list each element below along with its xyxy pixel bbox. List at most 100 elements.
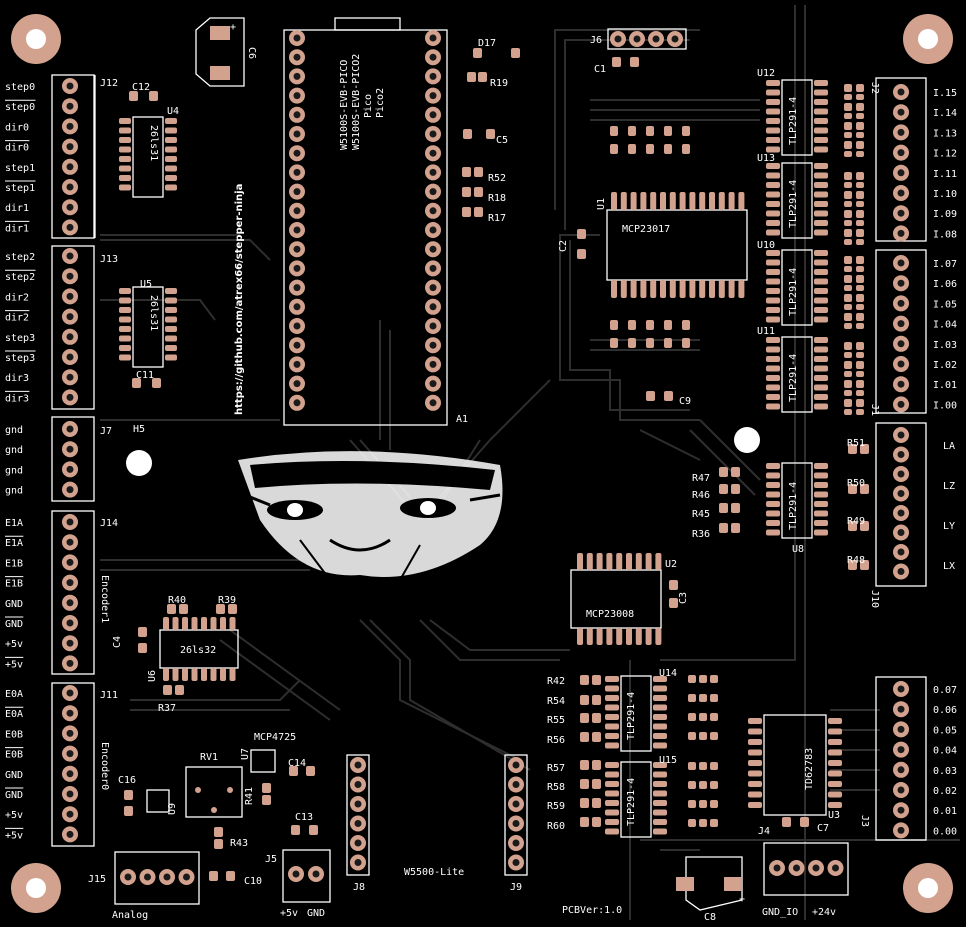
- u9-ref: U9: [167, 803, 178, 815]
- res-pad: [844, 256, 852, 264]
- c14-pad: [306, 766, 315, 776]
- res-pad: [699, 675, 707, 683]
- r54-ref: R54: [547, 696, 565, 707]
- r56-ref: R56: [547, 735, 565, 746]
- cap-c8: C8 +: [676, 856, 745, 923]
- res-pad: [856, 266, 864, 272]
- u15-pad: [605, 809, 619, 816]
- u4-pad: [165, 184, 177, 191]
- c2-pad: [577, 249, 586, 259]
- u1-pad: [699, 280, 706, 298]
- j14-title: Encoder1: [99, 575, 110, 623]
- u10-pad: [814, 278, 828, 285]
- res-pad: [856, 113, 864, 119]
- res-pad: [710, 713, 718, 721]
- smd-pad: [682, 338, 690, 348]
- j14-pin-label: E1B: [5, 579, 23, 590]
- j12-pin-label: step0: [5, 82, 35, 93]
- j14-pin-label: GND: [5, 619, 23, 630]
- u15-part: TLP291-4: [626, 778, 637, 826]
- smd-pad: [646, 126, 654, 136]
- r41-pad: [262, 795, 271, 805]
- r60-ref: R60: [547, 821, 565, 832]
- u3-pad: [828, 728, 842, 735]
- smd-pad: [628, 338, 636, 348]
- u11-pad: [814, 356, 828, 362]
- r43-ref: R43: [230, 838, 248, 849]
- u2-pad: [616, 553, 623, 570]
- res-pad: [856, 294, 864, 302]
- u13-pad: [814, 172, 828, 179]
- u4-ref: U4: [167, 106, 179, 117]
- u4-pad: [165, 118, 177, 124]
- u7-part: MCP4725: [254, 732, 296, 743]
- u13-pad: [766, 201, 780, 207]
- u4-pad: [165, 137, 177, 143]
- u3-pad: [828, 739, 842, 745]
- res-pad: [844, 151, 852, 157]
- c14-pad: [289, 766, 298, 776]
- j4-ref: J4: [758, 826, 770, 837]
- r48-pad: [860, 560, 869, 570]
- cap-c6: C6 +: [195, 17, 257, 87]
- r60-pad: [592, 817, 601, 827]
- c13-pad: [291, 825, 300, 835]
- res-pad: [688, 694, 696, 702]
- c8-ref: C8: [704, 912, 716, 923]
- j13-pin-label: dir3: [5, 393, 29, 404]
- c9-ref: C9: [679, 396, 691, 407]
- j2-ref: J2: [869, 82, 880, 94]
- ic-u9: U9: [146, 789, 178, 815]
- u1-pad: [679, 192, 686, 210]
- res-pad: [699, 781, 707, 789]
- u3-part: TD62783: [804, 748, 815, 790]
- u13-pad: [814, 182, 828, 188]
- u15-pad: [605, 828, 619, 835]
- u14-pad: [605, 704, 619, 711]
- u14-ref: U14: [659, 668, 677, 679]
- res-pad: [856, 229, 864, 237]
- smd-pad: [610, 320, 618, 330]
- u5-pad: [165, 288, 177, 294]
- u13-pad: [766, 163, 780, 169]
- r54-pad: [580, 695, 589, 705]
- j11-ref: J11: [100, 690, 118, 701]
- r43-pad: [214, 827, 223, 837]
- u15-pad: [605, 819, 619, 825]
- u11-ref: U11: [757, 326, 775, 337]
- ic-u5: U5 26ls31: [119, 279, 177, 368]
- j8-ref: J8: [353, 882, 365, 893]
- u10-pad: [766, 250, 780, 256]
- u8-pad: [766, 463, 780, 469]
- u10-pad: [766, 269, 780, 275]
- res-pad: [710, 781, 718, 789]
- res-pad: [856, 220, 864, 226]
- d17-ref: D17: [478, 38, 496, 49]
- c1-pad: [630, 57, 639, 67]
- res-pad: [844, 294, 852, 302]
- u13-pad: [766, 229, 780, 236]
- r17-pad: [462, 207, 471, 217]
- j3-pin-label: 0.01: [933, 806, 957, 817]
- u8-pad: [766, 472, 780, 479]
- res-pad: [856, 390, 864, 396]
- j11-pin-label: GND: [5, 790, 23, 801]
- u2-pad: [655, 553, 662, 570]
- u6-pad: [201, 617, 207, 630]
- u2-pad: [645, 553, 652, 570]
- j11-title: Encoder0: [99, 742, 110, 790]
- u11-pad: [814, 375, 828, 381]
- u10-pad: [814, 250, 828, 256]
- r50-pad: [860, 484, 869, 494]
- u6-ref: U6: [147, 670, 158, 682]
- r60-pad: [580, 817, 589, 827]
- u15-ref: U15: [659, 755, 677, 766]
- a1-line2: Pico: [363, 94, 374, 118]
- u2-pad: [645, 628, 652, 645]
- ic-u2: U2 MCP23008: [570, 553, 677, 645]
- r57-pad: [592, 760, 601, 770]
- u11-pad: [766, 337, 780, 343]
- j3-pin-label: 0.05: [933, 725, 957, 736]
- u8-pad: [814, 501, 828, 507]
